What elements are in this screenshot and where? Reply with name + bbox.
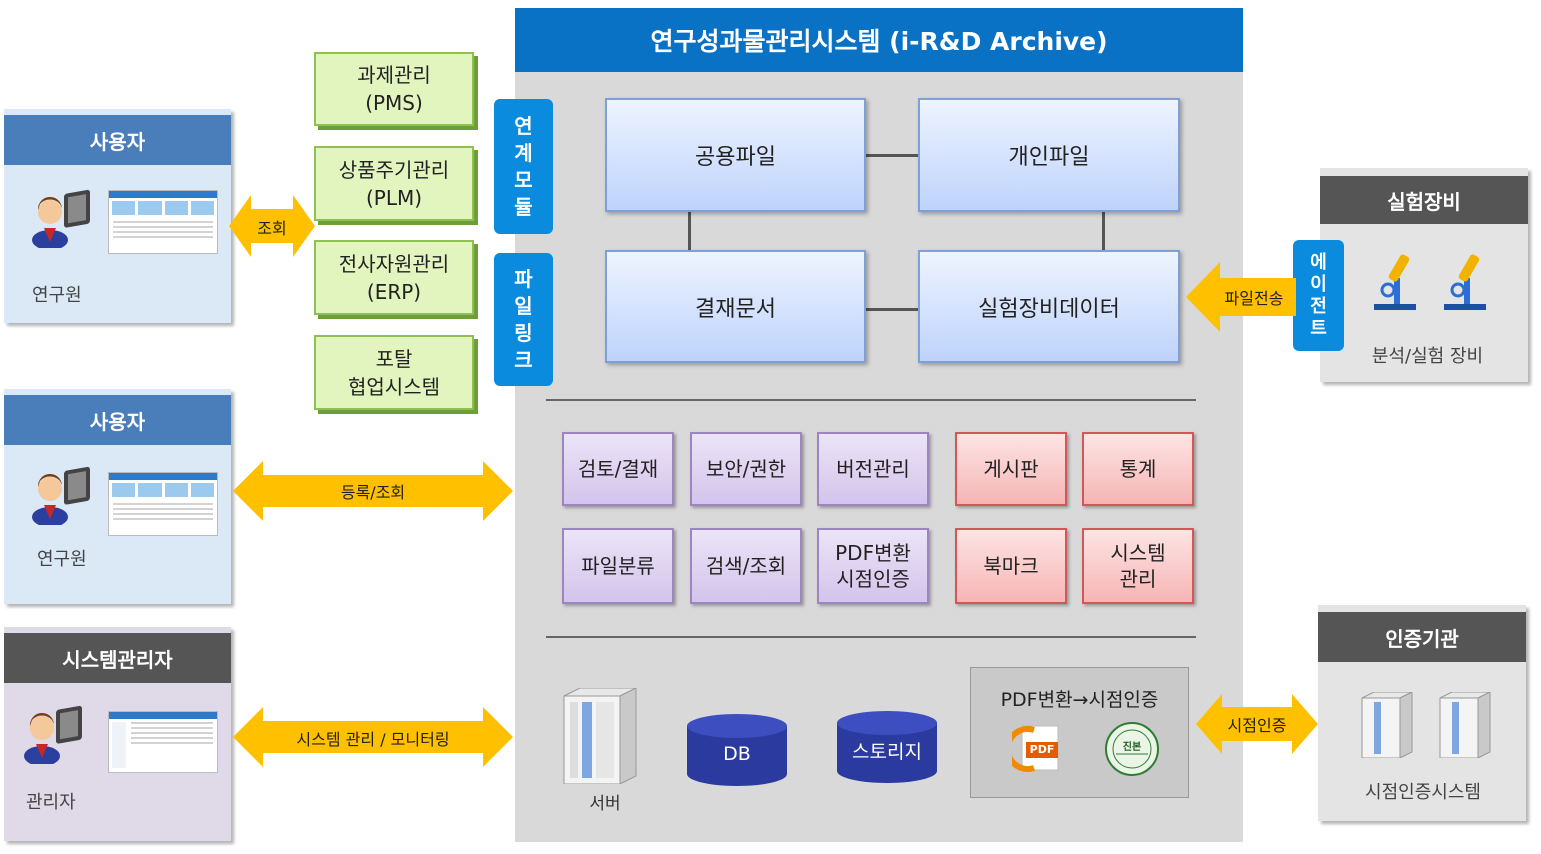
researcher-avatar-icon [30, 465, 92, 527]
sys-admin-arrow-label: 시스템 관리 / 모니터링 [296, 730, 450, 749]
admin-panel-header: 시스템관리자 [4, 633, 231, 683]
shared-file-box: 공용파일 [605, 98, 866, 212]
storage-cylinder [835, 711, 939, 783]
equipment-data-box: 실험장비데이터 [918, 250, 1180, 363]
register-query-arrow [233, 461, 513, 521]
integration-erp: 전사자원관리(ERP) [314, 240, 474, 315]
equipment-caption: 분석/실험 장비 [1371, 346, 1484, 367]
system-title: 연구성과물관리시스템 (i-R&D Archive) [515, 8, 1243, 72]
server-icon [1436, 691, 1492, 759]
microscope-icon [1372, 250, 1422, 314]
authenticity-seal-icon: 진본 [1104, 721, 1160, 777]
personal-file-box: 개인파일 [918, 98, 1180, 212]
function-security: 보안/권한 [690, 432, 802, 506]
system-screen-thumbnail [108, 190, 218, 254]
admin-screen-thumbnail [108, 711, 218, 773]
researcher-label: 연구원 [32, 285, 82, 306]
connector-line [866, 308, 918, 311]
function-statistics: 통계 [1082, 432, 1194, 506]
researcher-avatar-icon [30, 188, 92, 250]
function-file-class: 파일분류 [562, 528, 674, 604]
pdf-icon: PDF [1004, 722, 1062, 774]
researcher-label: 연구원 [37, 549, 87, 570]
microscope-icon [1442, 250, 1492, 314]
file-transfer-arrow [1186, 262, 1296, 332]
function-version: 버전관리 [817, 432, 929, 506]
timestamp-arrow-label: 시점인증 [1227, 716, 1287, 735]
section-divider [546, 399, 1196, 401]
admin-label: 관리자 [26, 792, 76, 813]
storage-label: 스토리지 [852, 740, 922, 763]
server-label: 서버 [589, 793, 621, 814]
pdf-timestamp-title: PDF변환→시점인증 [1000, 688, 1159, 711]
connector-line [688, 212, 691, 250]
db-label: DB [723, 743, 751, 765]
admin-avatar-icon [22, 704, 84, 766]
user-panel-2-header: 사용자 [4, 395, 231, 445]
function-review-approval: 검토/결재 [562, 432, 674, 506]
function-search: 검색/조회 [690, 528, 802, 604]
register-query-arrow-label: 등록/조회 [340, 483, 406, 502]
db-cylinder [685, 714, 789, 786]
equipment-panel-header: 실험장비 [1320, 176, 1528, 224]
cert-authority-header: 인증기관 [1318, 612, 1526, 662]
function-bookmark: 북마크 [955, 528, 1067, 604]
connector-line [866, 154, 918, 157]
function-board: 게시판 [955, 432, 1067, 506]
connector-line [1102, 212, 1105, 250]
query-arrow [229, 195, 315, 257]
system-screen-thumbnail [108, 472, 218, 536]
server-icon [1358, 691, 1414, 759]
approval-document-box: 결재문서 [605, 250, 866, 363]
user-panel-1-header: 사용자 [4, 115, 231, 165]
cert-caption: 시점인증시스템 [1365, 782, 1481, 803]
file-transfer-label: 파일전송 [1224, 289, 1284, 308]
integration-plm: 상품주기관리(PLM) [314, 146, 474, 221]
integration-pms: 과제관리(PMS) [314, 52, 474, 126]
server-icon [558, 687, 642, 785]
section-divider [546, 636, 1196, 638]
sys-admin-arrow [233, 707, 513, 767]
timestamp-arrow [1196, 694, 1318, 754]
query-arrow-label: 조회 [257, 219, 287, 238]
